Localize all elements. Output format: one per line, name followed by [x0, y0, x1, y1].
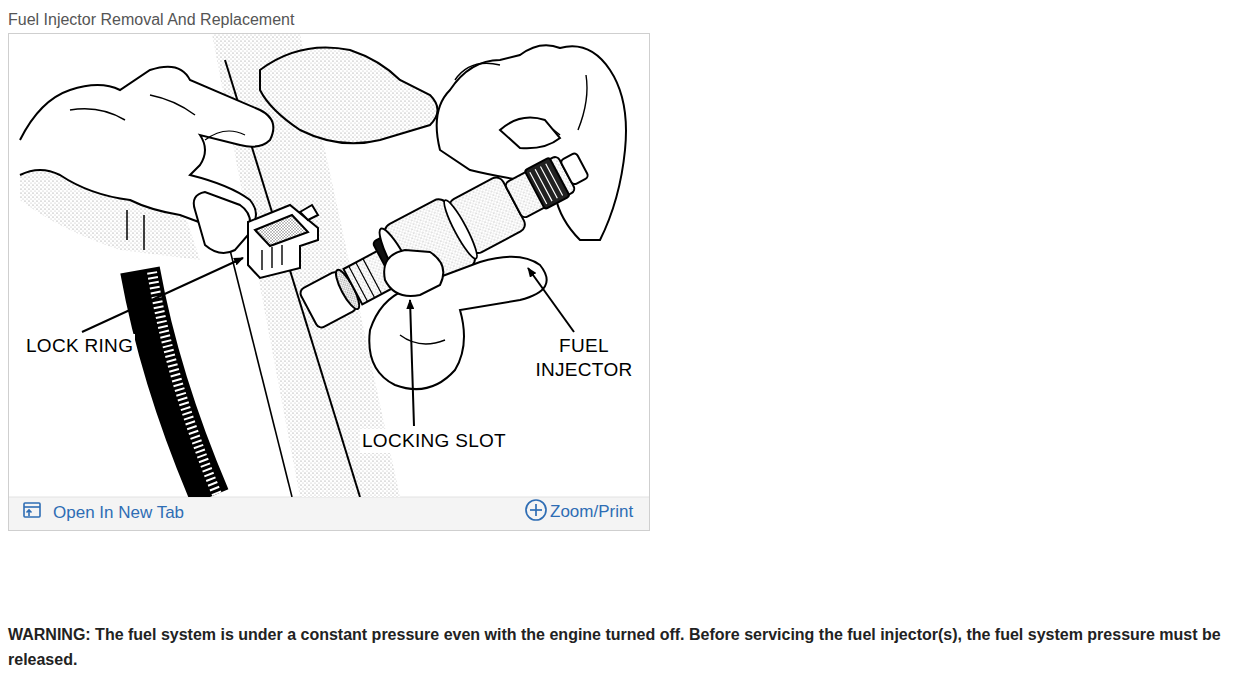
open-tab-icon	[24, 503, 40, 517]
hose-ribs	[152, 272, 218, 497]
thumb	[194, 192, 250, 253]
lock-ring	[248, 205, 318, 278]
finger-index	[384, 250, 443, 296]
callout-label: LOCK RING	[24, 334, 135, 358]
finger-tip	[500, 118, 560, 149]
leader-line	[410, 300, 414, 426]
warning-note: WARNING: The fuel system is under a cons…	[8, 622, 1252, 672]
left-hand-fingers	[260, 48, 438, 144]
rail-edge	[230, 250, 292, 497]
toolbar-link: Open In New Tab	[53, 502, 184, 523]
figure-frame	[9, 34, 650, 531]
leader-line	[528, 268, 574, 332]
zoom-icon	[526, 500, 546, 520]
figure-title: Fuel Injector Removal And Replacement	[8, 10, 294, 30]
toolbar-bar	[9, 497, 649, 530]
leader-line	[82, 258, 243, 332]
callout-label: FUEL INJECTOR	[530, 334, 638, 382]
illustration	[20, 34, 626, 497]
callout-label: LOCKING SLOT	[360, 429, 508, 453]
toolbar-link: Zoom/Print	[550, 501, 633, 522]
